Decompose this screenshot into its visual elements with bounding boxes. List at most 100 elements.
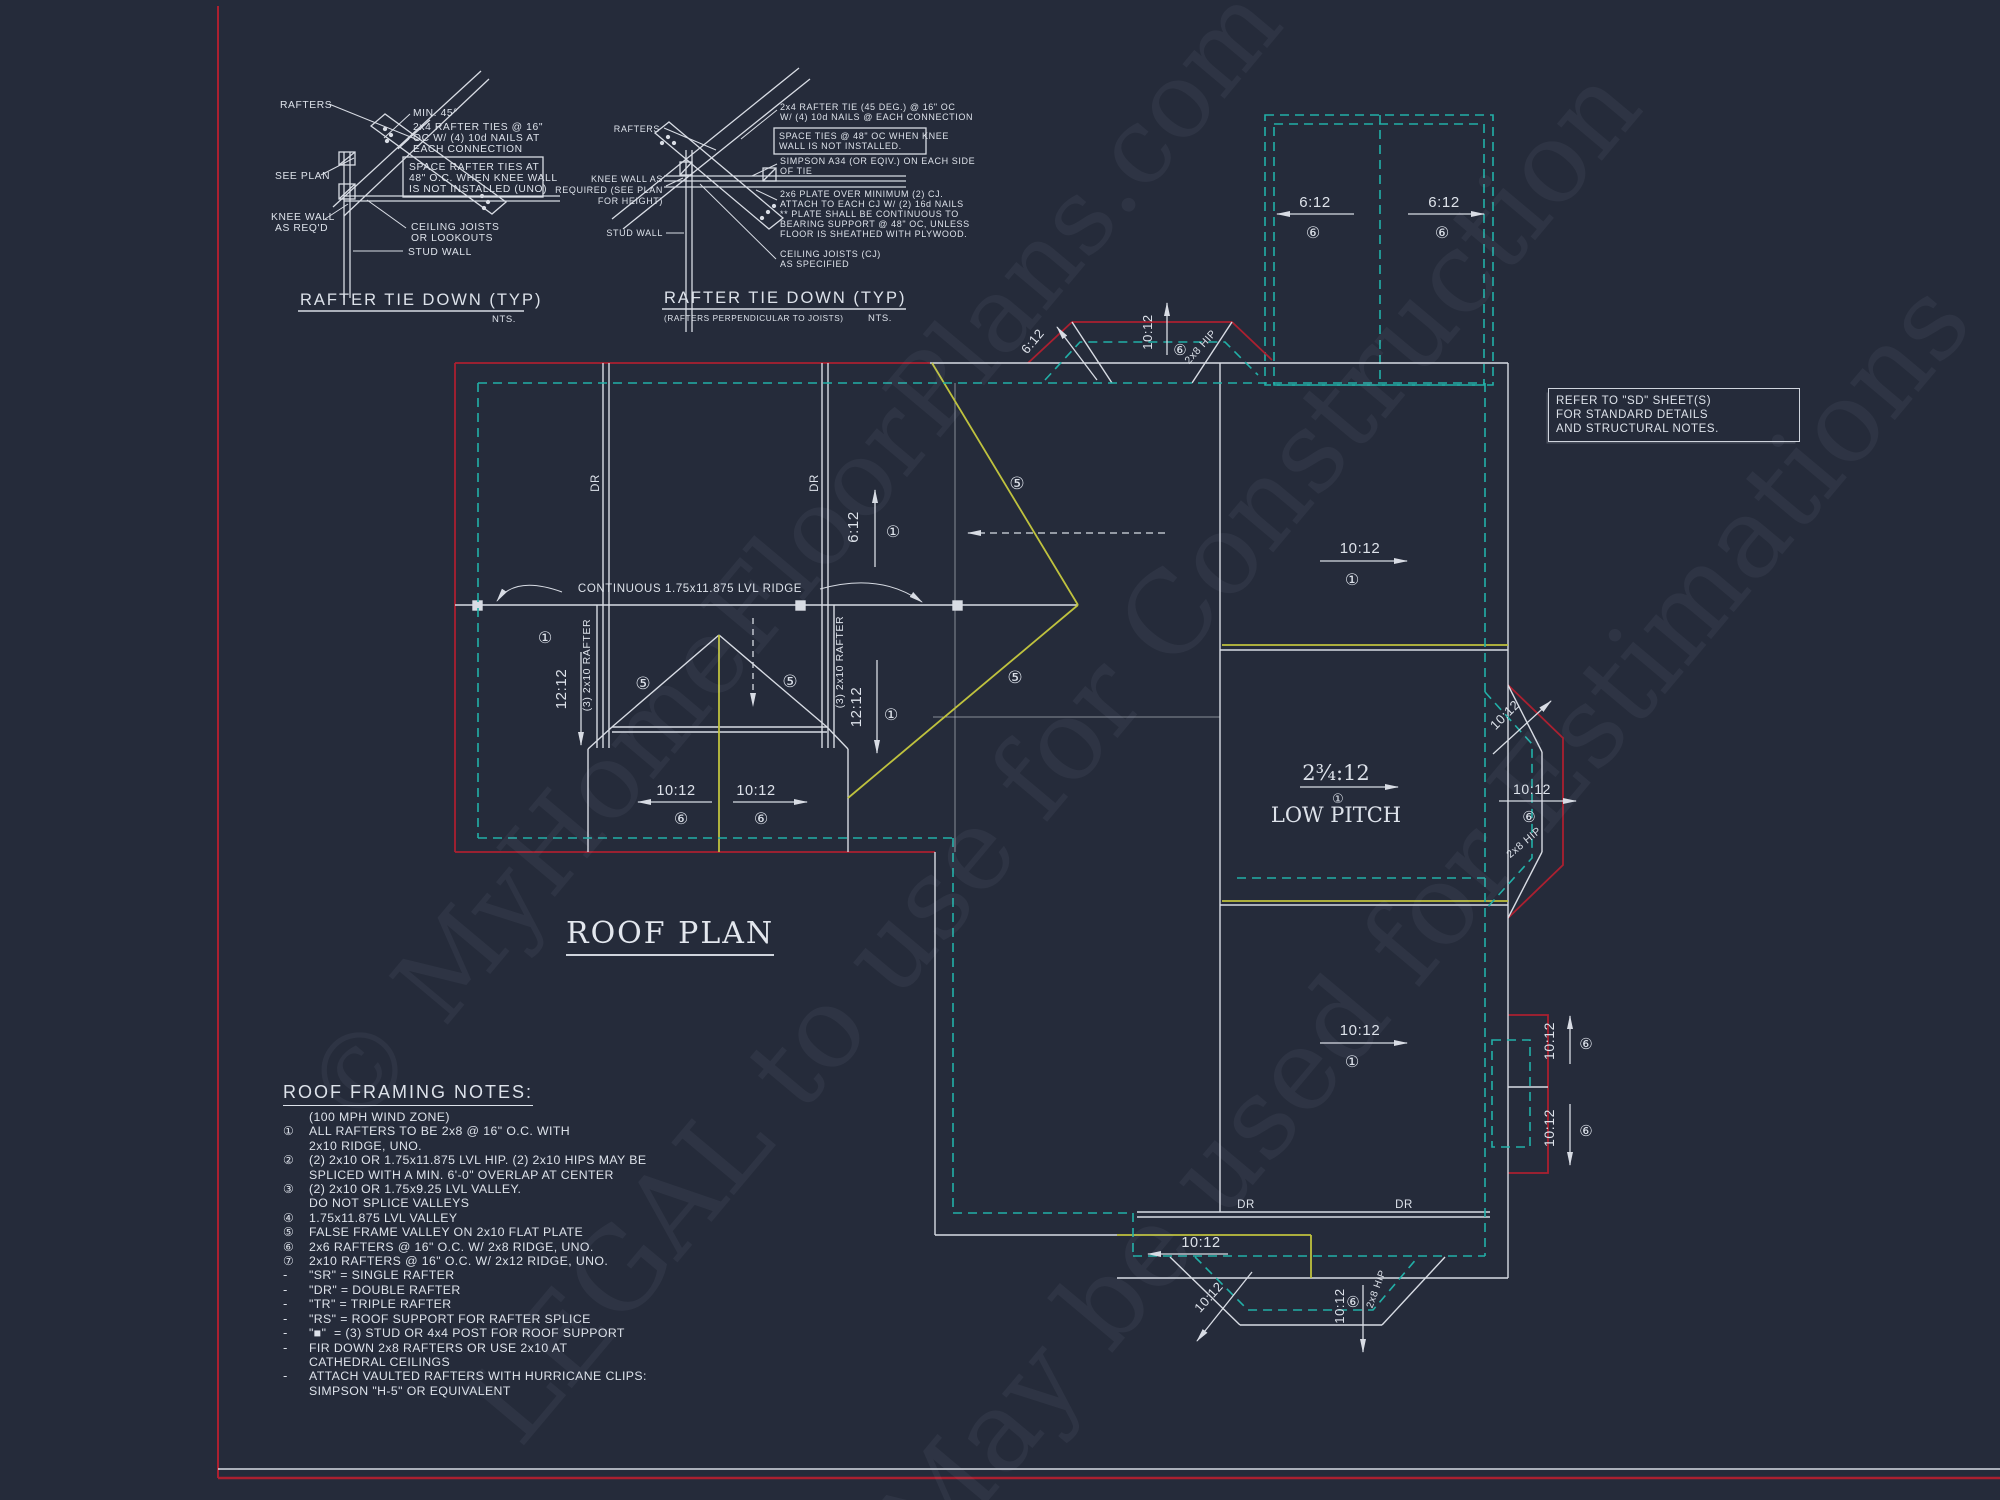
note-ref-6: ⑥ — [1173, 341, 1186, 359]
detail-label: RAFTERS — [280, 100, 332, 111]
chimney-pitch-labels: 6:12 6:12 ⑥ ⑥ — [1276, 194, 1485, 242]
detail-rafter-tie-down-1 — [298, 70, 560, 312]
note-ref-6: ⑥ — [1306, 223, 1320, 242]
detail-label: ** PLATE SHALL BE CONTINUOUS TO — [780, 209, 959, 219]
note-line: - "TR" = TRIPLE RAFTER — [283, 1297, 647, 1311]
detail-title: RAFTER TIE DOWN (TYP) — [664, 289, 906, 307]
detail-label: FOR HEIGHT) — [598, 196, 663, 206]
note-bullet: - — [283, 1326, 288, 1341]
note-text: (2) 2x10 OR 1.75x9.25 LVL VALLEY. — [309, 1182, 522, 1197]
double-rafter-label: DR — [809, 474, 821, 492]
note-bullet: - — [283, 1282, 288, 1297]
detail-label: REQUIRED (SEE PLAN — [555, 185, 663, 195]
sd-note-line: REFER TO "SD" SHEET(S) — [1556, 395, 1712, 407]
note-text: ATTACH VAULTED RAFTERS WITH HURRICANE CL… — [309, 1369, 647, 1384]
note-ref-1: ① — [538, 628, 552, 647]
note-line: ② (2) 2x10 OR 1.75x11.875 LVL HIP. (2) 2x… — [283, 1153, 647, 1167]
double-rafter-label: DR — [1237, 1199, 1255, 1211]
sheet-border — [217, 6, 2000, 1480]
note-bullet: - — [283, 1340, 288, 1355]
note-ref-5: ⑤ — [1009, 474, 1024, 494]
note-ref-6: ⑥ — [754, 809, 768, 828]
plan-valley-lines — [718, 362, 1508, 1278]
note-bullet: ⑥ — [283, 1239, 295, 1254]
note-bullet: - — [283, 1297, 288, 1312]
pitch-label: 10:12 — [1140, 314, 1155, 350]
pitch-label: 6:12 — [1428, 194, 1460, 211]
note-line: 2x10 RIDGE, UNO. — [283, 1139, 647, 1153]
note-bullet: ⑦ — [283, 1254, 295, 1269]
note-ref-1: ① — [1332, 792, 1344, 807]
note-text: "SR" = SINGLE RAFTER — [309, 1268, 455, 1283]
note-line: -"SR" = SINGLE RAFTER — [283, 1268, 647, 1282]
detail-note-boxed: IS NOT INSTALLED (UNO) — [409, 184, 547, 195]
detail-label: 2x4 RAFTER TIES @ 16" — [413, 122, 543, 133]
detail-label: AS REQ'D — [275, 223, 328, 234]
detail-label: AS SPECIFIED — [780, 259, 849, 269]
note-bullet — [283, 1110, 309, 1124]
plan-red-outline — [454, 321, 1564, 1174]
detail-label: OF TIE — [780, 166, 812, 176]
note-bullet — [283, 1196, 309, 1210]
detail-note-boxed: 48" O.C. WHEN KNEE WALL — [409, 173, 558, 184]
detail-label: CEILING JOISTS (CJ) — [780, 249, 881, 259]
pitch-label: 10:12 — [1332, 1288, 1347, 1324]
note-line: ⑦ 2x10 RAFTERS @ 16" O.C. W/ 2x12 RIDGE, … — [283, 1254, 647, 1268]
note-ref-1: ① — [884, 705, 898, 724]
pitch-label: 10:12 — [1541, 1022, 1557, 1060]
note-text: FALSE FRAME VALLEY ON 2x10 FLAT PLATE — [309, 1225, 584, 1240]
note-text: "■" = (3) STUD OR 4x4 POST FOR ROOF SUPP… — [309, 1326, 625, 1341]
pitch-label: 6:12 — [845, 511, 862, 543]
detail-note-boxed: SPACE RAFTER TIES AT — [409, 162, 540, 173]
note-bullet: ② — [283, 1153, 295, 1168]
detail-label: ATTACH TO EACH CJ W/ (2) 16d NAILS — [780, 199, 964, 209]
note-text: ALL RAFTERS TO BE 2x8 @ 16" O.C. WITH — [309, 1124, 571, 1139]
note-line: - "■" = (3) STUD OR 4x4 POST FOR ROOF SUP… — [283, 1326, 647, 1340]
note-line: SPLICED WITH A MIN. 6'-0" OVERLAP AT CEN… — [283, 1168, 647, 1182]
note-text: "TR" = TRIPLE RAFTER — [309, 1297, 452, 1312]
pitch-label: 12:12 — [553, 669, 570, 710]
detail-1-labels: RAFTERS MIN. 45° 2x4 RAFTER TIES @ 16" O… — [271, 100, 558, 325]
note-line: ① ALL RAFTERS TO BE 2x8 @ 16" O.C. WITH — [283, 1124, 647, 1138]
note-bullet — [283, 1168, 309, 1182]
detail-label: FLOOR IS SHEATHED WITH PLYWOOD. — [780, 229, 967, 239]
note-text: FIR DOWN 2x8 RAFTERS OR USE 2x10 AT — [309, 1340, 568, 1355]
pitch-label: 10:12 — [1513, 781, 1551, 797]
note-text: (2) 2x10 OR 1.75x11.875 LVL HIP. (2) 2x1… — [309, 1153, 647, 1168]
pitch-label: 10:12 — [1340, 1022, 1381, 1039]
notes-heading: ROOF FRAMING NOTES: — [283, 1082, 534, 1106]
note-line: CATHEDRAL CEILINGS — [283, 1355, 647, 1369]
low-pitch-label: LOW PITCH — [1271, 803, 1401, 827]
note-line: -"RS" = ROOF SUPPORT FOR RAFTER SPLICE — [283, 1312, 647, 1326]
detail-2-labels: RAFTERS 2x4 RAFTER TIE (45 DEG.) @ 16" O… — [555, 102, 975, 324]
double-rafter-label: DR — [1395, 1199, 1413, 1211]
detail-label: EACH CONNECTION — [413, 144, 523, 155]
note-ref-6: ⑥ — [674, 809, 688, 828]
note-line: -"DR" = DOUBLE RAFTER — [283, 1283, 647, 1297]
detail-label: SIMPSON A34 (OR EQIV.) ON EACH SIDE — [780, 156, 975, 166]
chimney-dashed-box — [1264, 114, 1494, 386]
note-text: SIMPSON "H-5" OR EQUIVALENT — [309, 1383, 511, 1398]
note-ref-6: ⑥ — [1435, 223, 1449, 242]
detail-label: STUD WALL — [408, 247, 472, 258]
note-line: -ATTACH VAULTED RAFTERS WITH HURRICANE C… — [283, 1369, 647, 1383]
note-text: CATHEDRAL CEILINGS — [309, 1354, 451, 1369]
pitch-label: 10:12 — [1181, 1235, 1220, 1251]
note-bullet: ④ — [283, 1210, 295, 1225]
note-text: 2x10 RAFTERS @ 16" O.C. W/ 2x12 RIDGE, U… — [309, 1254, 609, 1269]
detail-label: W/ (4) 10d NAILS @ EACH CONNECTION — [780, 112, 973, 122]
note-ref-1: ① — [1345, 1052, 1359, 1071]
plan-title: ROOF PLAN — [566, 916, 775, 956]
note-text: (100 MPH WIND ZONE) — [309, 1110, 450, 1124]
sd-reference-note: REFER TO "SD" SHEET(S) FOR STANDARD DETA… — [1548, 388, 1800, 442]
detail-label: KNEE WALL — [271, 212, 335, 223]
note-ref-1: ① — [886, 522, 900, 541]
note-text: "RS" = ROOF SUPPORT FOR RAFTER SPLICE — [309, 1311, 591, 1326]
roof-framing-notes: ROOF FRAMING NOTES: (100 MPH WIND ZONE) … — [283, 1082, 647, 1398]
note-ref-6: ⑥ — [1346, 1293, 1359, 1311]
note-line: ③(2) 2x10 OR 1.75x9.25 LVL VALLEY. — [283, 1182, 647, 1196]
note-bullet: ① — [283, 1124, 295, 1139]
note-bullet — [283, 1355, 309, 1369]
